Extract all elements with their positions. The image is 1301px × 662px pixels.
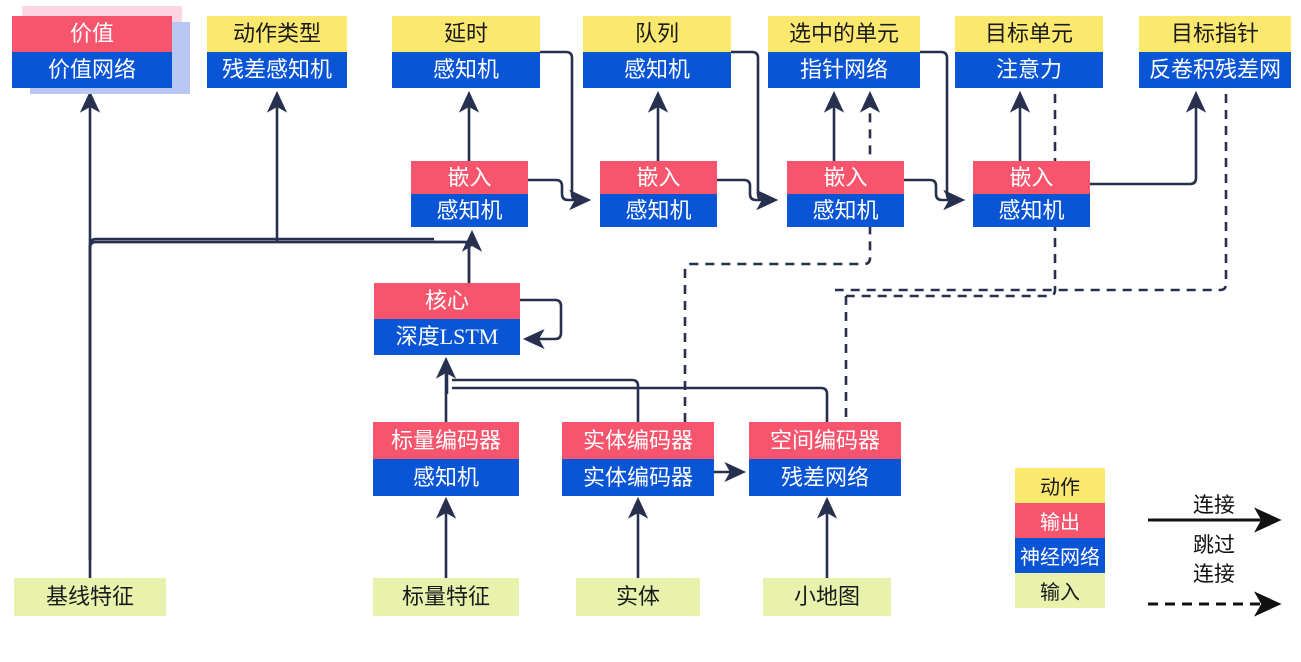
node-target_unit[interactable]: 目标单元注意力 [955, 16, 1103, 88]
node-value[interactable]: 价值价值网络 [12, 6, 190, 94]
node-spatial_enc-bottom-label: 残差网络 [749, 459, 901, 496]
legend-connection-label: 连接 [1193, 493, 1235, 517]
node-scalar_feat[interactable]: 标量特征 [373, 578, 519, 616]
node-emb4[interactable]: 嵌入感知机 [973, 161, 1090, 227]
node-scalar_enc-top-label: 标量编码器 [373, 422, 519, 459]
node-spatial_enc-top-label: 空间编码器 [749, 422, 901, 459]
node-action_type-bottom-label: 残差感知机 [207, 52, 347, 88]
node-queue[interactable]: 队列感知机 [583, 16, 731, 88]
node-queue-top-label: 队列 [583, 16, 731, 52]
node-emb3-top-label: 嵌入 [787, 161, 904, 194]
legend-row-action: 动作 [1015, 468, 1105, 503]
node-core-bottom-label: 深度LSTM [374, 319, 520, 355]
node-emb1-bottom-label: 感知机 [411, 194, 528, 227]
node-emb4-bottom-label: 感知机 [973, 194, 1090, 227]
node-core-top-label: 核心 [374, 283, 520, 319]
legend-skip-label-line1: 跳过 [1193, 533, 1235, 557]
node-selected-top-label: 选中的单元 [768, 16, 920, 52]
node-emb1-top-label: 嵌入 [411, 161, 528, 194]
node-emb2[interactable]: 嵌入感知机 [600, 161, 717, 227]
node-emb2-top-label: 嵌入 [600, 161, 717, 194]
node-emb3-bottom-label: 感知机 [787, 194, 904, 227]
node-spatial_enc[interactable]: 空间编码器残差网络 [749, 422, 901, 496]
node-baseline_feat-bottom-label: 基线特征 [14, 578, 166, 616]
node-emb3[interactable]: 嵌入感知机 [787, 161, 904, 227]
legend-skip-label-line2: 连接 [1193, 562, 1235, 586]
node-emb1[interactable]: 嵌入感知机 [411, 161, 528, 227]
node-scalar_feat-bottom-label: 标量特征 [373, 578, 519, 616]
legend-color-key: 动作输出神经网络输入 [1015, 468, 1105, 608]
node-delay[interactable]: 延时感知机 [392, 16, 540, 88]
node-entity_enc-bottom-label: 实体编码器 [562, 459, 714, 496]
node-baseline_feat[interactable]: 基线特征 [14, 578, 166, 616]
node-action_type-top-label: 动作类型 [207, 16, 347, 52]
node-entities-bottom-label: 实体 [576, 578, 700, 616]
node-value-bottom-label: 价值网络 [12, 52, 172, 88]
node-emb2-bottom-label: 感知机 [600, 194, 717, 227]
node-entity_enc[interactable]: 实体编码器实体编码器 [562, 422, 714, 496]
node-target_unit-top-label: 目标单元 [955, 16, 1103, 52]
legend-row-input: 输入 [1015, 573, 1105, 608]
node-selected-bottom-label: 指针网络 [768, 52, 920, 88]
node-target_point-bottom-label: 反卷积残差网 [1139, 52, 1291, 88]
node-target_point-top-label: 目标指针 [1139, 16, 1291, 52]
node-emb4-top-label: 嵌入 [973, 161, 1090, 194]
node-action_type[interactable]: 动作类型残差感知机 [207, 16, 347, 88]
node-core[interactable]: 核心深度LSTM [374, 283, 520, 355]
node-target_point[interactable]: 目标指针反卷积残差网 [1139, 16, 1291, 88]
node-target_unit-bottom-label: 注意力 [955, 52, 1103, 88]
node-minimap[interactable]: 小地图 [763, 578, 891, 616]
legend-row-output: 输出 [1015, 503, 1105, 538]
node-entity_enc-top-label: 实体编码器 [562, 422, 714, 459]
node-value-top-label: 价值 [12, 16, 172, 52]
legend-row-network: 神经网络 [1015, 538, 1105, 573]
node-queue-bottom-label: 感知机 [583, 52, 731, 88]
node-minimap-bottom-label: 小地图 [763, 578, 891, 616]
node-delay-top-label: 延时 [392, 16, 540, 52]
node-entities[interactable]: 实体 [576, 578, 700, 616]
node-delay-bottom-label: 感知机 [392, 52, 540, 88]
node-scalar_enc-bottom-label: 感知机 [373, 459, 519, 496]
node-selected[interactable]: 选中的单元指针网络 [768, 16, 920, 88]
node-scalar_enc[interactable]: 标量编码器感知机 [373, 422, 519, 496]
legend-arrows [1148, 507, 1282, 617]
